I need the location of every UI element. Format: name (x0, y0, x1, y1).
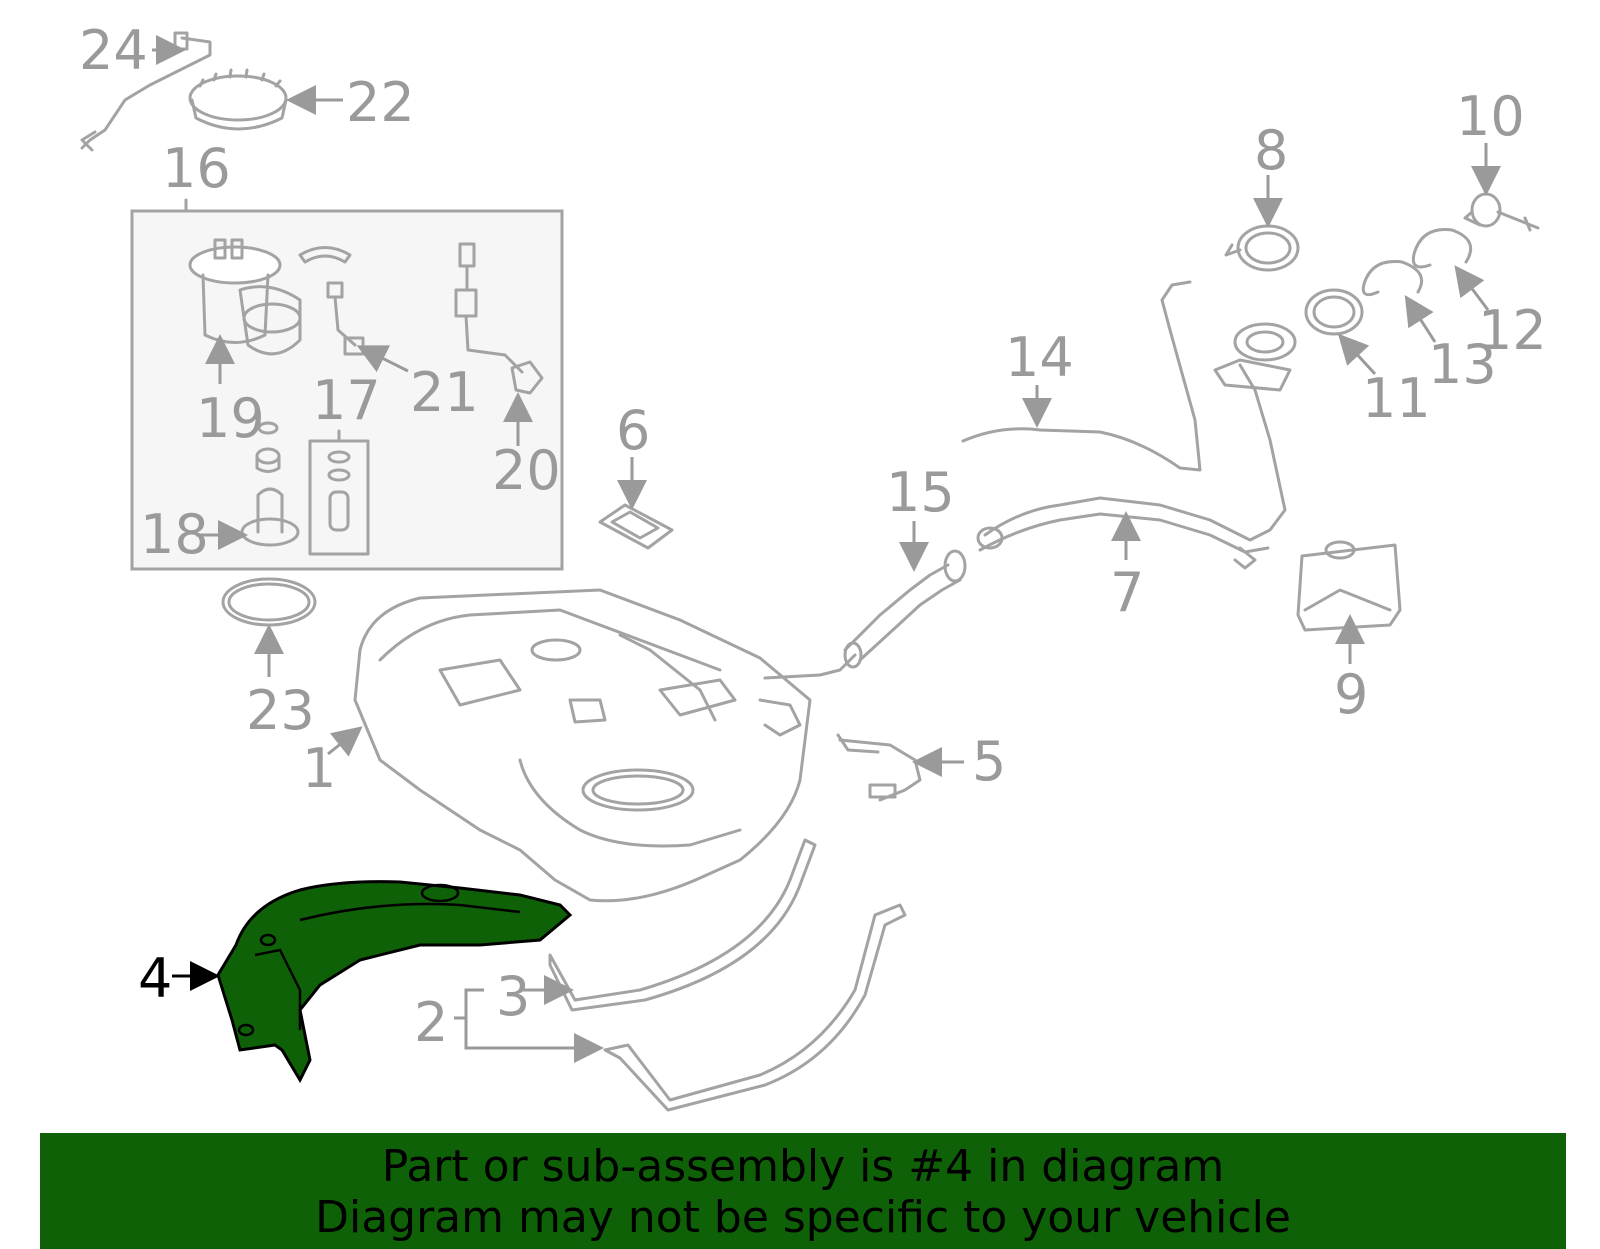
info-banner: Part or sub-assembly is #4 in diagram Di… (40, 1133, 1566, 1249)
part-18-check-valve (240, 421, 300, 547)
callout-10: 10 (1456, 85, 1525, 148)
part-22-lock-ring (188, 68, 288, 131)
part-17-filter-kit (308, 429, 370, 556)
part-4-heat-shield (216, 880, 573, 1084)
part-8-fuel-cap (1224, 224, 1300, 272)
part-1-fuel-tank (353, 588, 812, 903)
part-20-fuel-level-sensor (454, 242, 544, 395)
callout-13: 13 (1428, 333, 1497, 396)
callout-20: 20 (492, 439, 561, 502)
callout-12: 12 (1478, 299, 1547, 362)
part-5-bracket (836, 733, 922, 802)
callout-7: 7 (1110, 561, 1145, 624)
callout-23: 23 (246, 679, 315, 742)
callout-14: 14 (1005, 326, 1074, 389)
part-11-grommet (1304, 288, 1364, 336)
part-10-valve (1463, 192, 1540, 232)
part-2-strap (603, 903, 907, 1112)
callout-2: 2 (414, 991, 449, 1054)
banner-line-2: Diagram may not be specific to your vehi… (315, 1192, 1291, 1243)
callout-4-highlighted: 4 (138, 947, 173, 1010)
part-19-fuel-pump-module (188, 238, 302, 356)
callout-15: 15 (886, 461, 955, 524)
callout-19: 19 (196, 387, 265, 450)
part-6-cover (598, 503, 674, 550)
part-15-hose (763, 549, 967, 680)
leader-lines (152, 35, 1501, 1063)
callout-11: 11 (1362, 367, 1431, 430)
callout-24: 24 (79, 19, 148, 82)
callout-9: 9 (1334, 663, 1369, 726)
callout-18: 18 (140, 503, 209, 566)
part-13-clip (1361, 259, 1423, 297)
part-3-strap (548, 838, 817, 1012)
callout-22: 22 (346, 71, 415, 134)
callout-6: 6 (616, 399, 651, 462)
callout-16: 16 (162, 137, 231, 200)
banner-line-1: Part or sub-assembly is #4 in diagram (381, 1141, 1225, 1192)
callout-21: 21 (410, 361, 479, 424)
part-23-gasket (221, 577, 317, 627)
callout-8: 8 (1254, 119, 1289, 182)
callout-5: 5 (972, 730, 1007, 793)
part-12-clip (1411, 228, 1473, 269)
part-9-canister (1296, 540, 1402, 632)
callout-1: 1 (302, 737, 337, 800)
callout-17: 17 (312, 369, 381, 432)
part-7-filler-pipe (976, 322, 1297, 570)
part-14-vent-line (961, 280, 1202, 472)
callout-3: 3 (496, 965, 531, 1028)
